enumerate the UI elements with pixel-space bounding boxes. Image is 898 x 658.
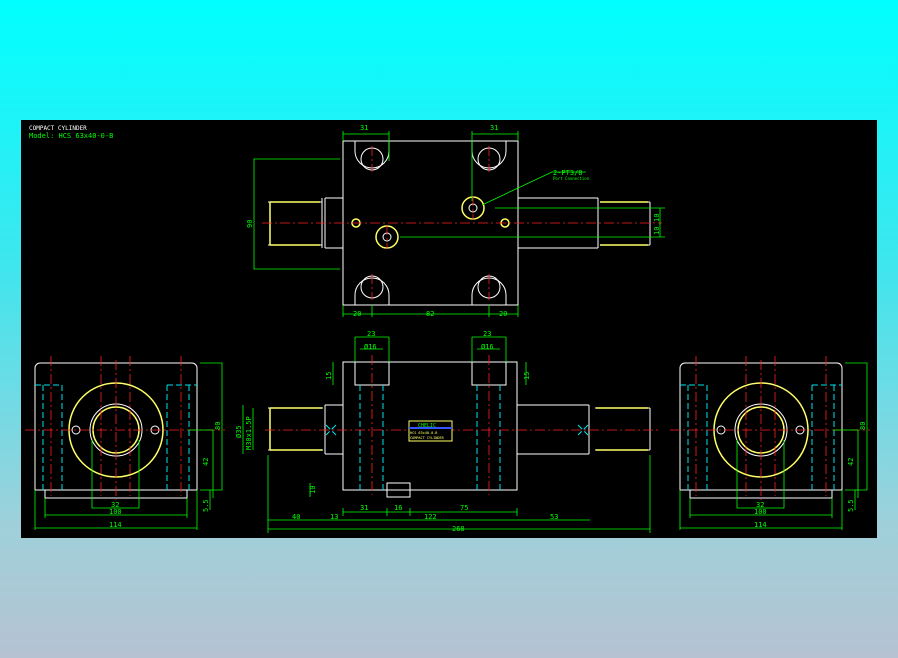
dim-side-width: 114 (754, 521, 767, 529)
dim-53: 53 (550, 513, 558, 521)
port-label: 2-PT3/8 (553, 169, 583, 177)
model-text: Model: HCS 63x40-0-B (29, 132, 113, 140)
nameplate (408, 420, 453, 442)
dim-right-bore: Ø16 (481, 343, 494, 351)
dim-right-boss: 23 (483, 330, 491, 338)
port-sublabel: Port Connection (553, 176, 590, 181)
side-view-left: 32 100 114 80 42 5.5 (25, 356, 225, 530)
dim-top-right-hole: 31 (490, 124, 498, 132)
dim-right-depth: 15 (523, 372, 531, 380)
dim-side-inner: 32 (756, 501, 764, 509)
nameplate-line1: HCS 63x40-0-B (410, 431, 437, 435)
side-view-right: 32 100 114 80 42 5.5 (670, 356, 870, 530)
front-view: CHELIC HCS 63x40-0-B COMPACT CYLINDER 23… (235, 330, 660, 533)
dim-40: 40 (292, 513, 300, 521)
dim-side-foot: 5.5 (847, 499, 855, 512)
nameplate-line2: COMPACT CYLINDER (410, 436, 445, 440)
dim-16: 16 (394, 504, 402, 512)
dim-side-height: 80 (859, 422, 867, 430)
dim-rod-dia: Ø35 (235, 425, 243, 438)
dim-top-rod-flat: 10 (653, 214, 661, 222)
dim-top-rod-thread: 10 (653, 227, 661, 235)
dim-top-height: 90 (246, 220, 254, 228)
title-text: COMPACT CYLINDER (29, 125, 87, 132)
dim-top-left-hole: 31 (360, 124, 368, 132)
dim-left-depth: 15 (325, 372, 333, 380)
dim-side-base: 100 (109, 508, 122, 516)
dim-side-width: 114 (109, 521, 122, 529)
dim-75: 75 (460, 504, 468, 512)
dim-top-center: 82 (426, 310, 434, 318)
dim-block-h: 10 (309, 486, 317, 494)
dim-top-right-edge: 20 (499, 310, 507, 318)
dim-left-boss: 23 (367, 330, 375, 338)
dim-31: 31 (360, 504, 368, 512)
dim-side-height: 80 (214, 422, 222, 430)
dim-total: 268 (452, 525, 465, 533)
dim-top-left-edge: 20 (353, 310, 361, 318)
dim-122: 122 (424, 513, 437, 521)
dim-side-foot: 5.5 (202, 499, 210, 512)
dim-side-base: 100 (754, 508, 767, 516)
dim-side-center: 42 (847, 458, 855, 466)
dim-13: 13 (330, 513, 338, 521)
dim-side-center: 42 (202, 458, 210, 466)
top-view: 31 31 90 20 82 20 10 10 2-PT3/8 Port Con… (246, 124, 665, 318)
dim-left-bore: Ø16 (364, 343, 377, 351)
dim-side-inner: 32 (111, 501, 119, 509)
nameplate-brand: CHELIC (418, 423, 436, 429)
dim-thread: M30x1.5P (245, 416, 253, 450)
